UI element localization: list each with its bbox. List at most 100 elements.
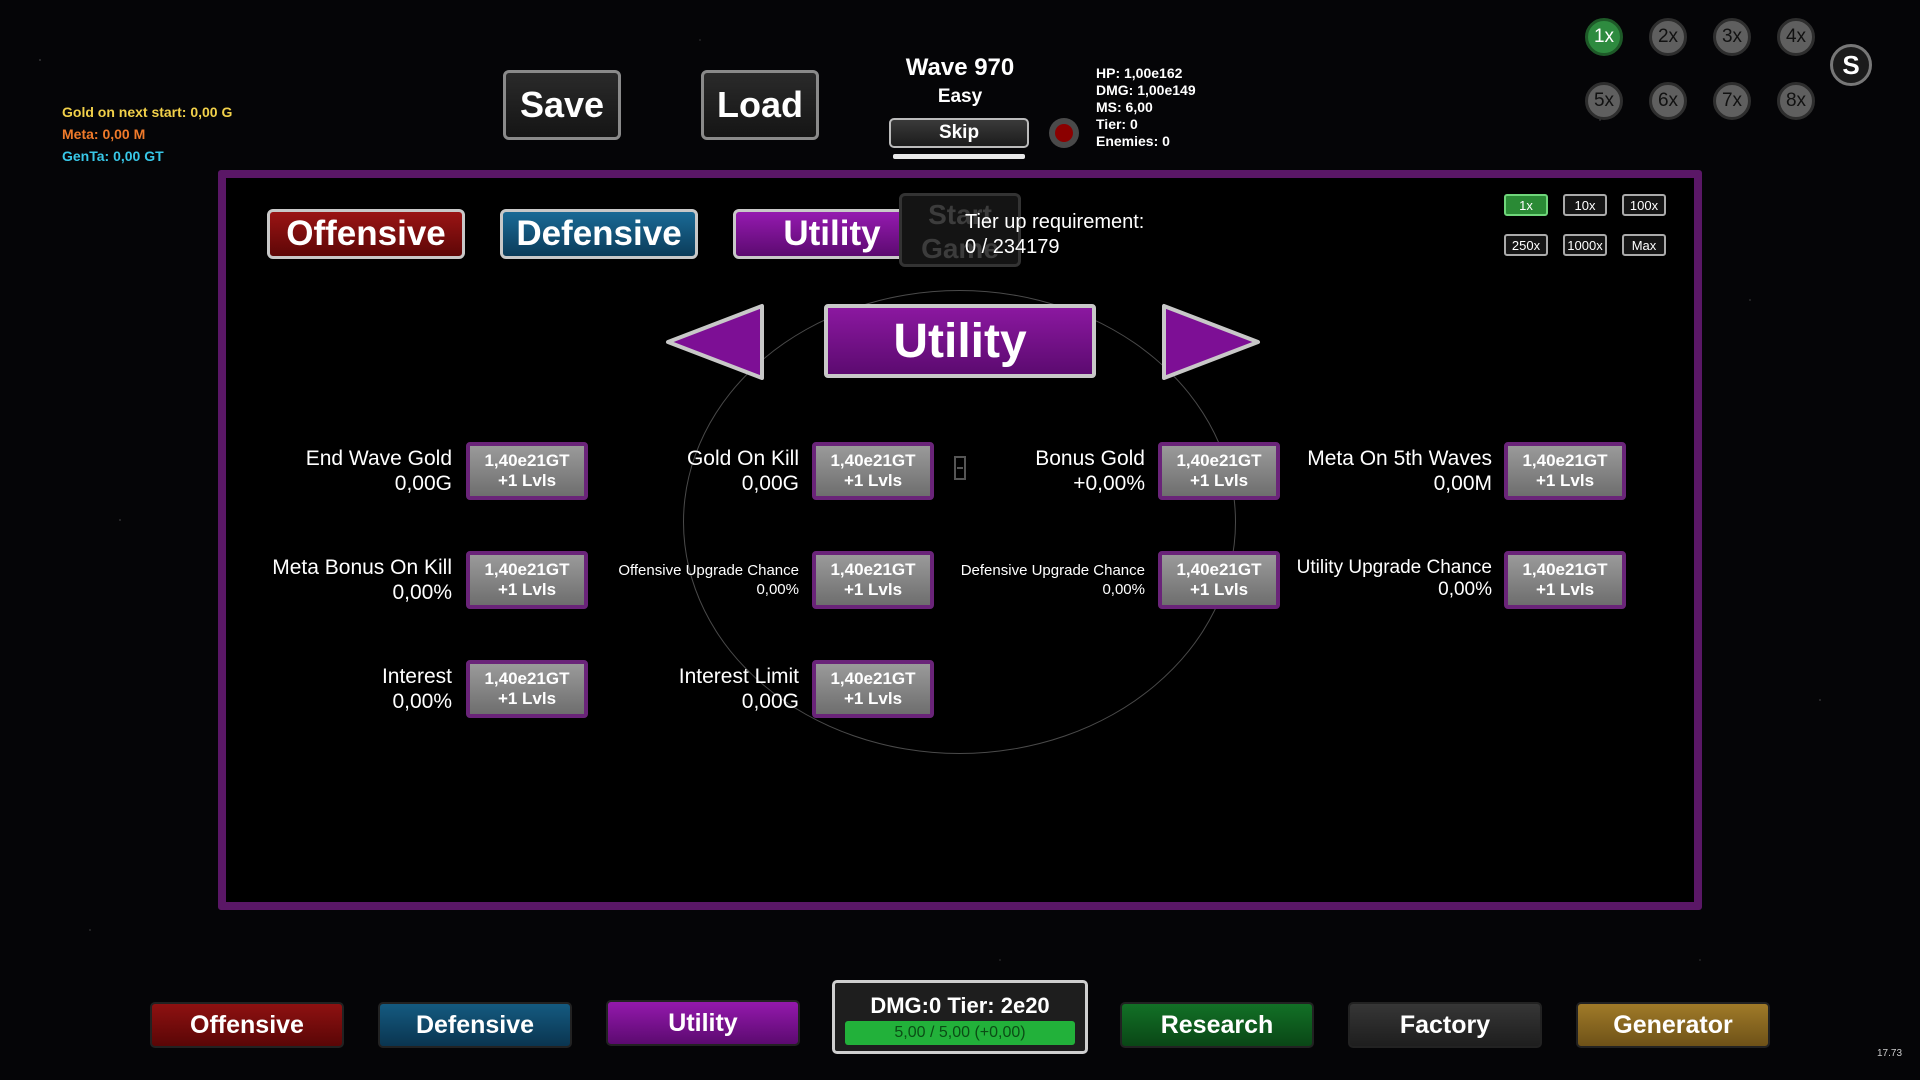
upgrade-button-defensive-upgrade-chance[interactable]: 1,40e21GT +1 Lvls <box>1158 551 1280 609</box>
stat-dmg: DMG: 1,00e149 <box>1096 82 1196 98</box>
genta-amount: GenTa: 0,00 GT <box>62 148 164 164</box>
upgrade-levels: +1 Lvls <box>1189 471 1249 490</box>
upgrade-value: 0,00G <box>741 472 799 495</box>
upgrade-cost: 1,40e21GT <box>1176 451 1262 470</box>
nav-defensive-button[interactable]: Defensive <box>378 1002 572 1048</box>
version-label: 17.73 <box>1877 1048 1903 1059</box>
tab-utility[interactable]: Utility <box>733 209 931 259</box>
upgrade-levels: +1 Lvls <box>843 689 903 708</box>
speed-6x-button[interactable]: 6x <box>1649 82 1687 120</box>
speed-8x-button[interactable]: 8x <box>1777 82 1815 120</box>
nav-research-button[interactable]: Research <box>1120 1002 1314 1048</box>
upgrade-name: Bonus Gold <box>1035 447 1145 470</box>
stat-tier: Tier: 0 <box>1096 116 1138 132</box>
previous-category-arrow-icon[interactable] <box>662 302 772 382</box>
upgrade-button-gold-on-kill[interactable]: 1,40e21GT +1 Lvls <box>812 442 934 500</box>
enemy-stats: HP: 1,00e162 DMG: 1,00e149 MS: 6,00 Tier… <box>1096 65 1196 150</box>
upgrade-cost: 1,40e21GT <box>484 451 570 470</box>
nav-offensive-button[interactable]: Offensive <box>150 1002 344 1048</box>
upgrade-cost: 1,40e21GT <box>830 669 916 688</box>
upgrade-label-gold-on-kill: Gold On Kill 0,00G <box>580 446 799 496</box>
buy-multiplier-max[interactable]: Max <box>1622 234 1666 256</box>
nav-utility-button[interactable]: Utility <box>606 1000 800 1046</box>
save-button[interactable]: Save <box>503 70 621 140</box>
load-button[interactable]: Load <box>701 70 819 140</box>
upgrade-cost: 1,40e21GT <box>830 451 916 470</box>
upgrade-levels: +1 Lvls <box>1189 580 1249 599</box>
upgrade-cost: 1,40e21GT <box>830 560 916 579</box>
small-indicator-icon <box>954 456 966 480</box>
s-button[interactable]: S <box>1830 44 1872 86</box>
upgrade-value: 0,00% <box>1102 581 1145 598</box>
upgrade-button-bonus-gold[interactable]: 1,40e21GT +1 Lvls <box>1158 442 1280 500</box>
category-title: Utility <box>824 304 1096 378</box>
upgrade-cost: 1,40e21GT <box>484 669 570 688</box>
tier-requirement: Tier up requirement: 0 / 234179 <box>965 210 1144 260</box>
upgrade-name: Meta On 5th Waves <box>1307 447 1492 470</box>
upgrade-levels: +1 Lvls <box>497 471 557 490</box>
speed-7x-button[interactable]: 7x <box>1713 82 1751 120</box>
decorative-ring <box>683 290 1236 754</box>
record-toggle-icon[interactable] <box>1049 118 1079 148</box>
buy-multiplier-1000x[interactable]: 1000x <box>1563 234 1607 256</box>
upgrade-button-utility-upgrade-chance[interactable]: 1,40e21GT +1 Lvls <box>1504 551 1626 609</box>
buy-multiplier-250x[interactable]: 250x <box>1504 234 1548 256</box>
upgrade-button-interest-limit[interactable]: 1,40e21GT +1 Lvls <box>812 660 934 718</box>
tab-offensive[interactable]: Offensive <box>267 209 465 259</box>
upgrade-cost: 1,40e21GT <box>484 560 570 579</box>
tab-defensive[interactable]: Defensive <box>500 209 698 259</box>
buy-multiplier-100x[interactable]: 100x <box>1622 194 1666 216</box>
stat-ms: MS: 6,00 <box>1096 99 1153 115</box>
upgrade-button-interest[interactable]: 1,40e21GT +1 Lvls <box>466 660 588 718</box>
upgrade-value: 0,00% <box>756 581 799 598</box>
upgrade-levels: +1 Lvls <box>497 580 557 599</box>
upgrade-label-bonus-gold: Bonus Gold +0,00% <box>930 446 1145 496</box>
buy-multiplier-1x[interactable]: 1x <box>1504 194 1548 216</box>
speed-4x-button[interactable]: 4x <box>1777 18 1815 56</box>
upgrade-name: Offensive Upgrade Chance <box>618 562 799 579</box>
speed-1x-button[interactable]: 1x <box>1585 18 1623 56</box>
tier-requirement-label: Tier up requirement: <box>965 211 1145 233</box>
speed-3x-button[interactable]: 3x <box>1713 18 1751 56</box>
upgrade-label-utility-upgrade-chance: Utility Upgrade Chance 0,00% <box>1272 557 1492 601</box>
upgrade-button-meta-bonus-on-kill[interactable]: 1,40e21GT +1 Lvls <box>466 551 588 609</box>
upgrade-button-offensive-upgrade-chance[interactable]: 1,40e21GT +1 Lvls <box>812 551 934 609</box>
stat-enemies: Enemies: 0 <box>1096 133 1170 149</box>
upgrade-label-interest-limit: Interest Limit 0,00G <box>580 664 799 714</box>
upgrade-button-end-wave-gold[interactable]: 1,40e21GT +1 Lvls <box>466 442 588 500</box>
upgrade-value: 0,00M <box>1433 472 1492 495</box>
stat-hp: HP: 1,00e162 <box>1096 65 1183 81</box>
upgrade-label-defensive-upgrade-chance: Defensive Upgrade Chance 0,00% <box>930 561 1145 599</box>
meta-amount: Meta: 0,00 M <box>62 126 146 142</box>
difficulty-label: Easy <box>937 86 983 107</box>
upgrade-cost: 1,40e21GT <box>1522 451 1608 470</box>
upgrade-name: Defensive Upgrade Chance <box>960 562 1145 579</box>
speed-2x-button[interactable]: 2x <box>1649 18 1687 56</box>
start-game-line2: Game <box>921 233 999 264</box>
tier-requirement-value: 0 / 234179 <box>965 236 1060 258</box>
upgrade-value: 0,00% <box>392 690 452 713</box>
upgrade-cost: 1,40e21GT <box>1176 560 1262 579</box>
upgrade-name: Gold On Kill <box>686 447 799 470</box>
upgrade-levels: +1 Lvls <box>497 689 557 708</box>
upgrade-levels: +1 Lvls <box>1535 580 1595 599</box>
upgrade-button-meta-on-5th-waves[interactable]: 1,40e21GT +1 Lvls <box>1504 442 1626 500</box>
buy-multiplier-10x[interactable]: 10x <box>1563 194 1607 216</box>
nav-factory-button[interactable]: Factory <box>1348 1002 1542 1048</box>
wave-number: Wave 970 <box>905 54 1015 81</box>
upgrade-value: 0,00% <box>392 581 452 604</box>
next-category-arrow-icon[interactable] <box>1154 302 1264 382</box>
skip-button[interactable]: Skip <box>889 118 1029 148</box>
upgrade-label-offensive-upgrade-chance: Offensive Upgrade Chance 0,00% <box>580 561 799 599</box>
upgrade-levels: +1 Lvls <box>1535 471 1595 490</box>
damage-tier-label: DMG:0 Tier: 2e20 <box>870 993 1050 1018</box>
upgrade-name: Interest <box>381 665 452 688</box>
upgrade-name: Utility Upgrade Chance <box>1296 557 1492 578</box>
speed-5x-button[interactable]: 5x <box>1585 82 1623 120</box>
damage-progress-bar: 5,00 / 5,00 (+0,00) <box>845 1021 1075 1045</box>
upgrade-name: Meta Bonus On Kill <box>272 556 452 579</box>
start-game-button[interactable]: Start Game <box>899 193 1021 267</box>
start-game-line1: Start <box>928 199 992 230</box>
nav-generator-button[interactable]: Generator <box>1576 1002 1770 1048</box>
upgrade-label-interest: Interest 0,00% <box>240 664 452 714</box>
